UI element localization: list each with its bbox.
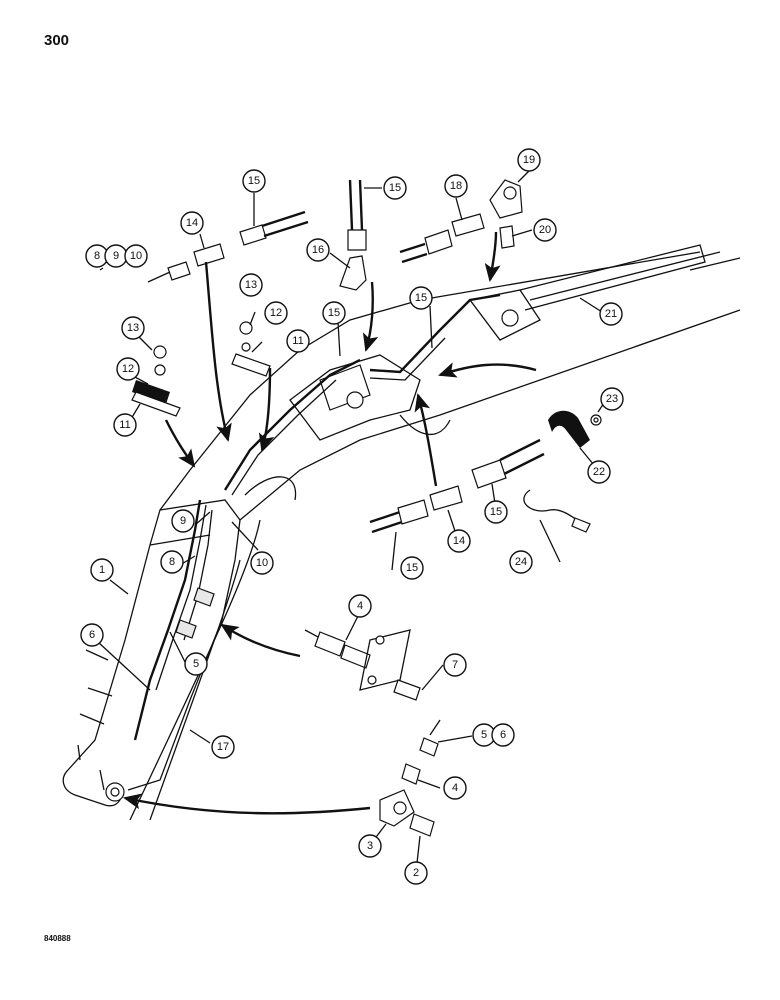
svg-text:2: 2 [413,867,419,879]
page-number: 300 [44,32,70,49]
callout-12-left: 12 [116,357,140,381]
svg-text:12: 12 [122,363,134,375]
svg-text:20: 20 [539,224,551,236]
figure-code: 840888 [44,934,71,943]
callout-6-bottom: 6 [491,723,515,747]
callout-2: 2 [404,861,428,885]
svg-text:3: 3 [367,840,373,852]
svg-text:15: 15 [328,307,340,319]
svg-text:13: 13 [245,279,257,291]
svg-text:5: 5 [481,729,487,741]
callout-13-center: 13 [239,273,263,297]
callout-7: 7 [443,653,467,677]
svg-text:18: 18 [450,180,462,192]
callout-15-top-center: 15 [383,176,407,200]
callout-11-left: 11 [113,413,137,437]
svg-text:6: 6 [500,729,506,741]
svg-text:5: 5 [193,658,199,670]
svg-text:10: 10 [130,250,142,262]
svg-text:15: 15 [415,292,427,304]
svg-text:1: 1 [99,564,105,576]
svg-text:9: 9 [180,515,186,527]
callout-20: 20 [533,218,557,242]
callout-21: 21 [599,302,623,326]
svg-text:15: 15 [389,182,401,194]
svg-text:15: 15 [406,562,418,574]
svg-text:11: 11 [292,335,303,347]
callout-8-boom: 8 [160,550,184,574]
callout-4-middle: 4 [348,594,372,618]
parts [131,179,602,837]
callout-6-boom: 6 [80,623,104,647]
callout-4-bottom: 4 [443,776,467,800]
callout-15-boom-left: 15 [322,301,346,325]
callout-9-top: 9 [104,244,128,268]
svg-text:17: 17 [217,741,229,753]
callout-17: 17 [211,735,235,759]
svg-text:14: 14 [186,217,198,229]
callout-15-top-left: 15 [242,169,266,193]
svg-text:23: 23 [606,393,618,405]
callout-15-bottom-right: 15 [484,500,508,524]
callout-16: 16 [306,238,330,262]
svg-text:22: 22 [593,466,605,478]
callout-12-center: 12 [264,301,288,325]
callout-19: 19 [517,148,541,172]
callout-3: 3 [358,834,382,858]
svg-text:12: 12 [270,307,282,319]
callout-15-boom-right: 15 [409,286,433,310]
svg-text:24: 24 [515,556,527,568]
callout-10-top: 10 [124,244,148,268]
callout-10-boom: 10 [250,551,274,575]
svg-text:11: 11 [119,419,130,431]
boom [62,244,741,821]
callout-5-boom: 5 [184,652,208,676]
callout-24: 24 [509,550,533,574]
callout-18: 18 [444,174,468,198]
callout-11-center: 11 [286,329,310,353]
svg-text:7: 7 [452,659,458,671]
callout-14-bottom: 14 [447,529,471,553]
svg-text:8: 8 [94,250,100,262]
svg-text:4: 4 [357,600,363,612]
callout-9-boom: 9 [171,509,195,533]
svg-text:16: 16 [312,244,324,256]
svg-text:10: 10 [256,557,268,569]
svg-text:19: 19 [523,154,535,166]
callout-22: 22 [587,460,611,484]
callout-14-top: 14 [180,211,204,235]
svg-text:14: 14 [453,535,465,547]
svg-text:4: 4 [452,782,458,794]
svg-text:13: 13 [127,322,139,334]
svg-text:9: 9 [113,250,119,262]
callout-13-left: 13 [121,316,145,340]
svg-text:15: 15 [248,175,260,187]
svg-text:21: 21 [605,308,617,320]
callout-23: 23 [600,387,624,411]
svg-text:6: 6 [89,629,95,641]
callout-15-bottom-left: 15 [400,556,424,580]
arrows [123,231,537,815]
svg-text:8: 8 [169,556,175,568]
callout-1: 1 [90,558,114,582]
svg-text:15: 15 [490,506,502,518]
